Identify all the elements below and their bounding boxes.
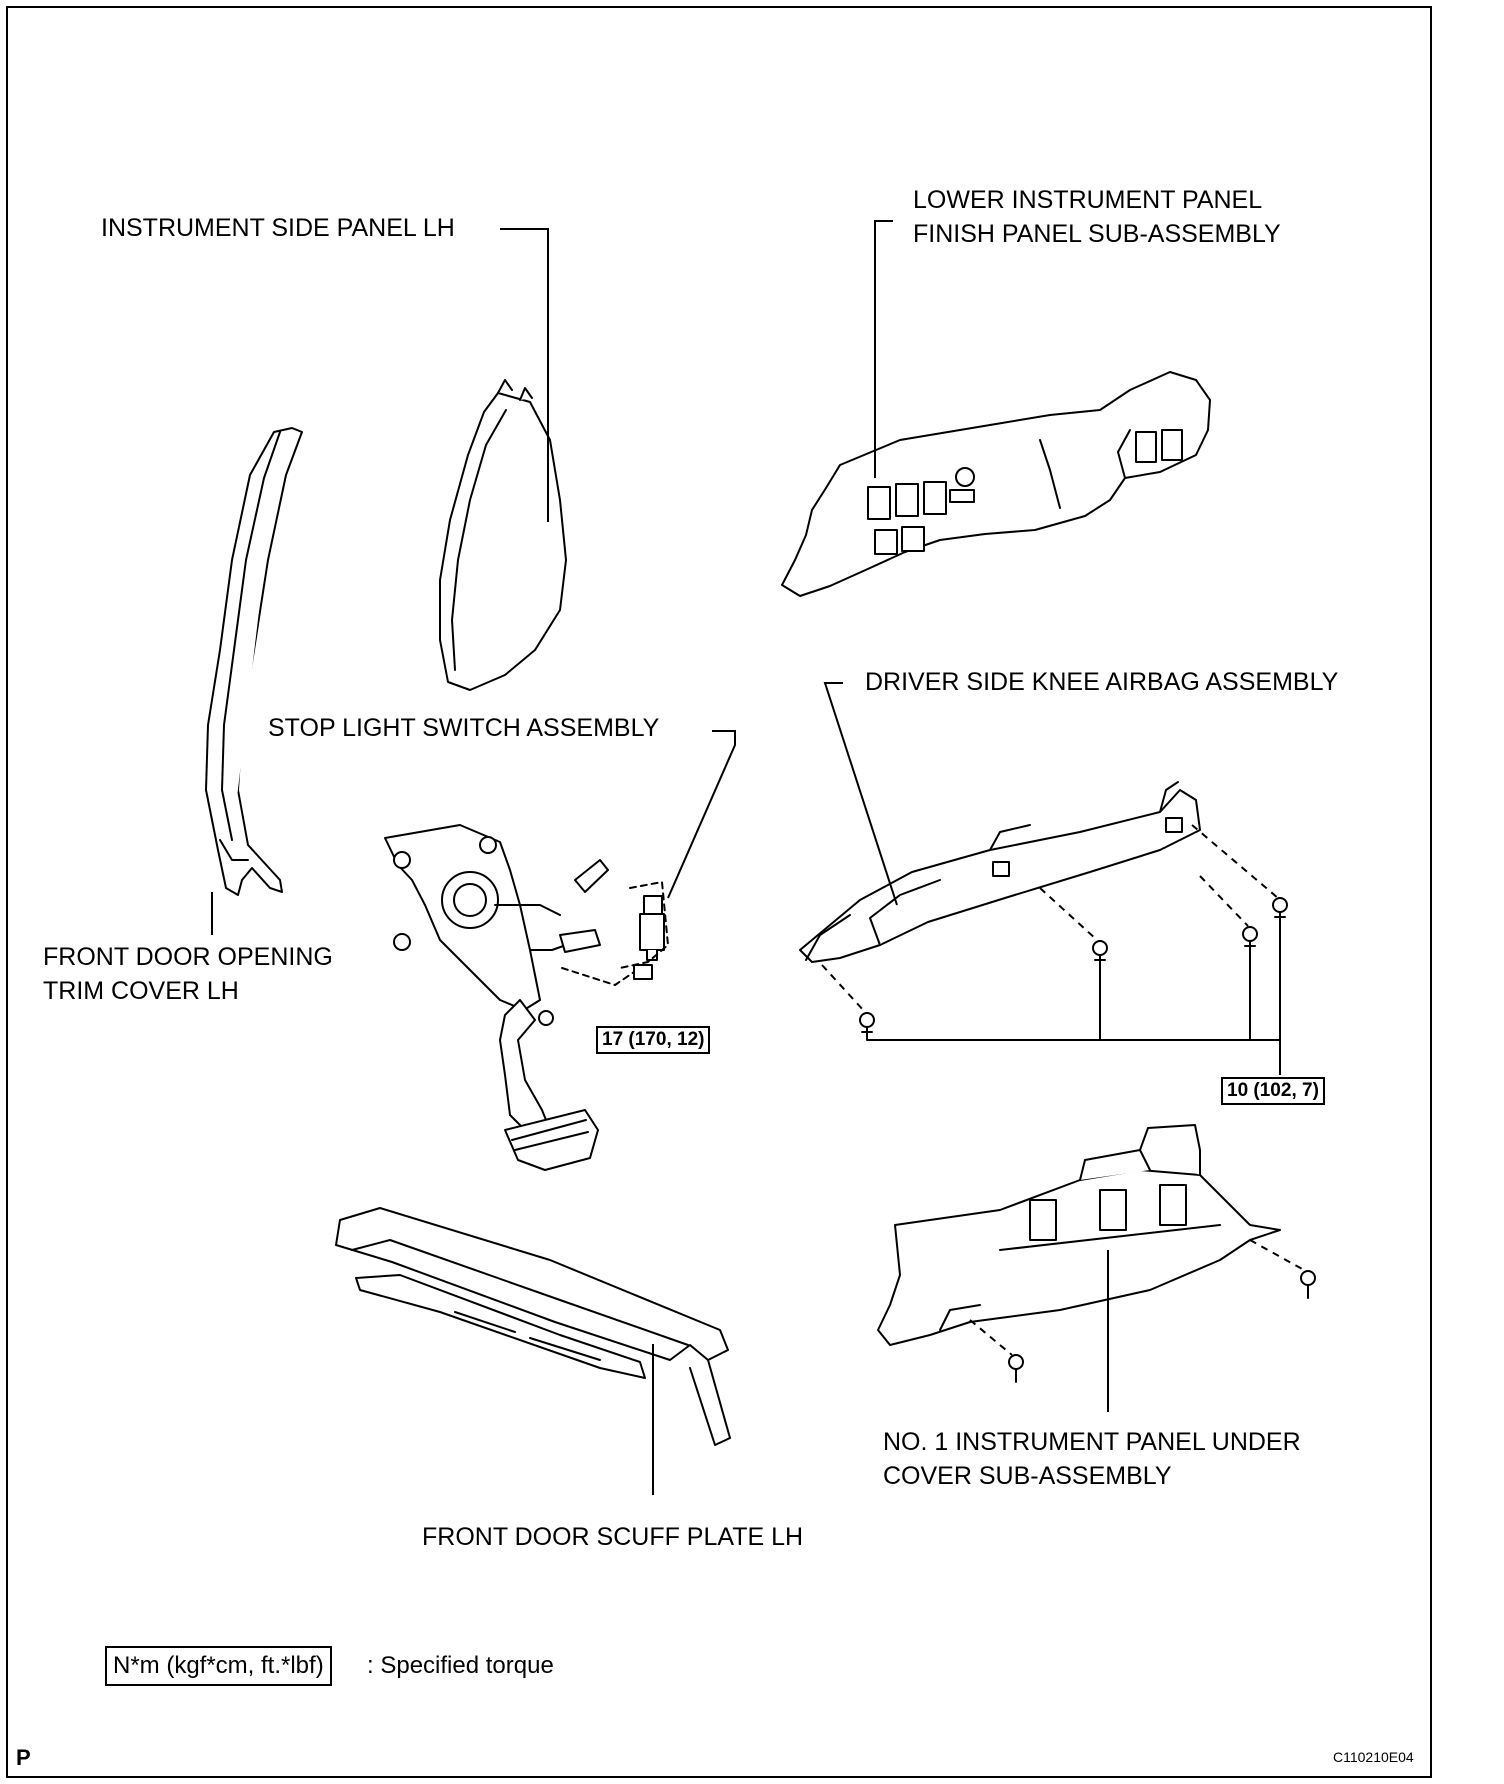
under-cover-part — [877, 1124, 1281, 1346]
bolt-dash-lines — [821, 824, 1305, 1356]
instrument-side-panel-part — [439, 379, 567, 691]
label-scuff-plate: FRONT DOOR SCUFF PLATE LH — [422, 1523, 804, 1551]
knee-airbag-part — [799, 781, 1201, 963]
bolts — [859, 897, 1316, 1383]
outer-frame — [6, 6, 1432, 1778]
label-instrument-side-panel: INSTRUMENT SIDE PANEL LH — [101, 214, 455, 242]
brake-pedal-part — [384, 824, 609, 1171]
label-under-cover-line1: NO. 1 INSTRUMENT PANEL UNDER — [883, 1428, 1301, 1456]
label-knee-airbag: DRIVER SIDE KNEE AIRBAG ASSEMBLY — [865, 668, 1339, 696]
label-lower-panel-line1: LOWER INSTRUMENT PANEL — [913, 186, 1263, 214]
torque-knee-airbag: 10 (102, 7) — [1221, 1077, 1325, 1105]
scuff-plate-part — [335, 1207, 731, 1446]
label-lower-panel-line2: FINISH PANEL SUB-ASSEMBLY — [913, 220, 1281, 248]
stop-light-switch-part — [633, 895, 665, 980]
torque-stop-light-switch: 17 (170, 12) — [596, 1026, 711, 1054]
label-under-cover-line2: COVER SUB-ASSEMBLY — [883, 1462, 1172, 1490]
label-trim-cover-line2: TRIM COVER LH — [43, 977, 239, 1005]
lower-finish-panel-part — [781, 371, 1211, 597]
corner-letter: P — [16, 1745, 31, 1770]
leader-lines — [211, 220, 1281, 1495]
trim-cover-part — [205, 427, 303, 896]
legend-torque-text: : Specified torque — [367, 1652, 554, 1679]
figure-code: C110210E04 — [1333, 1749, 1414, 1765]
legend-torque-unit: N*m (kgf*cm, ft.*lbf) — [105, 1646, 332, 1686]
label-stop-light-switch: STOP LIGHT SWITCH ASSEMBLY — [268, 714, 660, 742]
label-trim-cover-line1: FRONT DOOR OPENING — [43, 943, 333, 971]
